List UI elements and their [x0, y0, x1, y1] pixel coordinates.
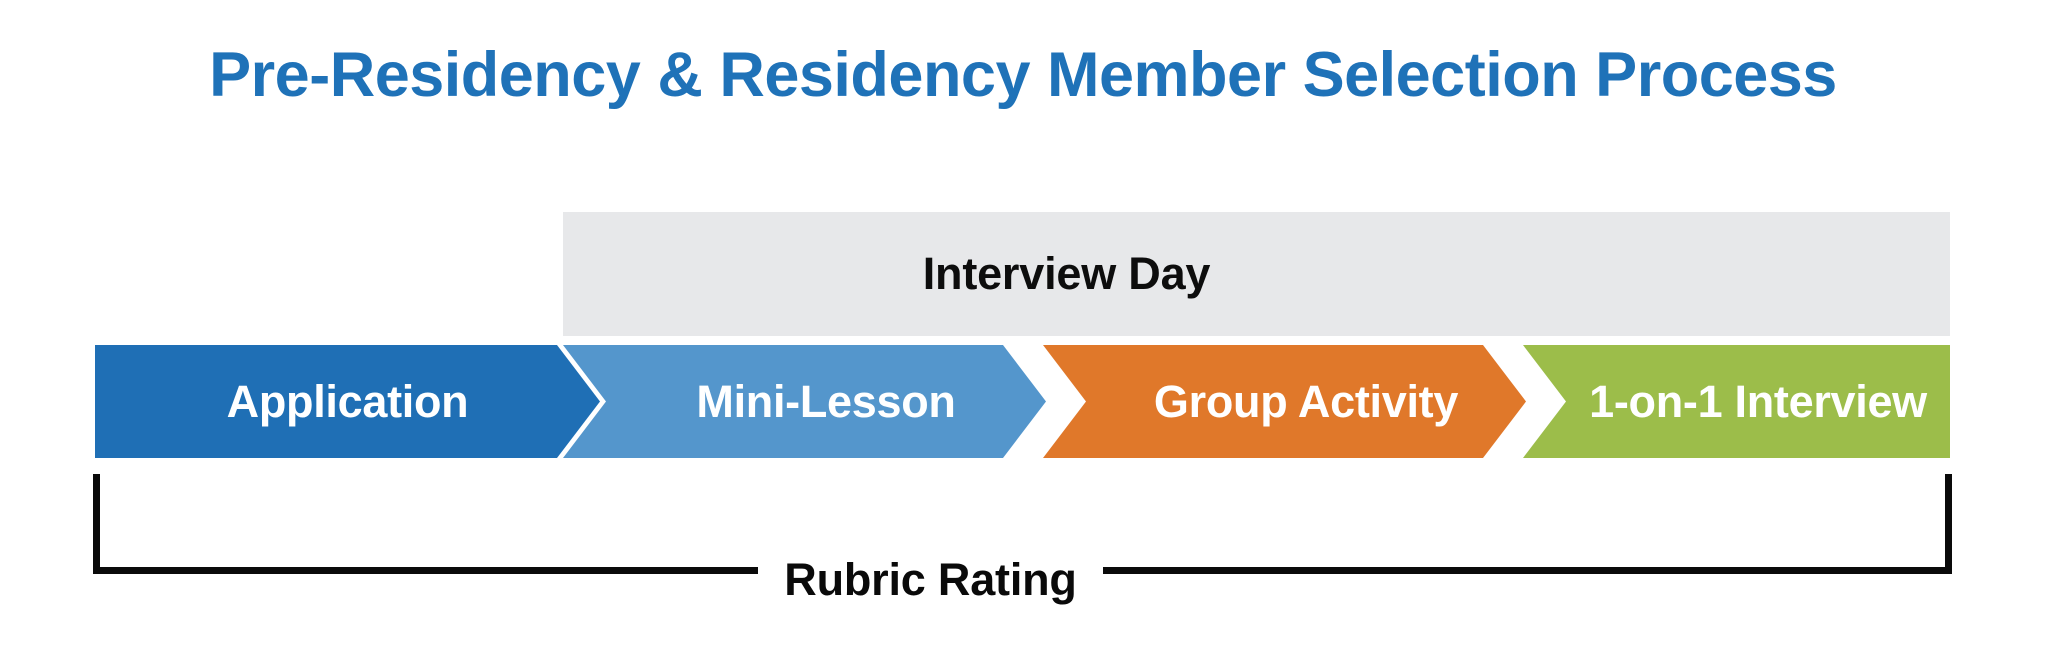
chevron-shape-group-activity[interactable]: [1043, 345, 1526, 458]
stage-group-activity[interactable]: Group Activity: [1086, 345, 1526, 458]
stage-label-1-on-1-interview: 1-on-1 Interview: [1589, 375, 1927, 427]
stage-label-group-activity: Group Activity: [1153, 375, 1459, 427]
chevron-shape-application[interactable]: [95, 345, 600, 458]
interview-day-banner: Interview Day: [563, 212, 1950, 336]
rubric-rating-label-wrap: Rubric Rating: [93, 557, 1952, 602]
bracket-left-tick: [93, 474, 100, 574]
chevron-shape-mini-lesson[interactable]: [563, 345, 1046, 458]
page-title: Pre-Residency & Residency Member Selecti…: [209, 40, 1837, 110]
chevron-shapes: [95, 345, 1950, 458]
chevron-shape-1-on-1-interview[interactable]: [1523, 345, 1950, 458]
rubric-rating-label: Rubric Rating: [758, 557, 1103, 602]
stage-application[interactable]: Application: [95, 345, 600, 458]
stage-mini-lesson[interactable]: Mini-Lesson: [606, 345, 1046, 458]
bracket-baseline: [93, 567, 1952, 574]
interview-day-label: Interview Day: [922, 248, 1211, 299]
rubric-rating-bracket: Rubric Rating: [93, 474, 1952, 602]
process-stage-row: Application Mini-Lesson Group Activity 1…: [95, 345, 1950, 458]
stage-label-application: Application: [226, 375, 469, 427]
stage-1-on-1-interview[interactable]: 1-on-1 Interview: [1566, 345, 1950, 458]
bracket-right-tick: [1945, 474, 1952, 574]
stage-label-mini-lesson: Mini-Lesson: [696, 375, 956, 427]
